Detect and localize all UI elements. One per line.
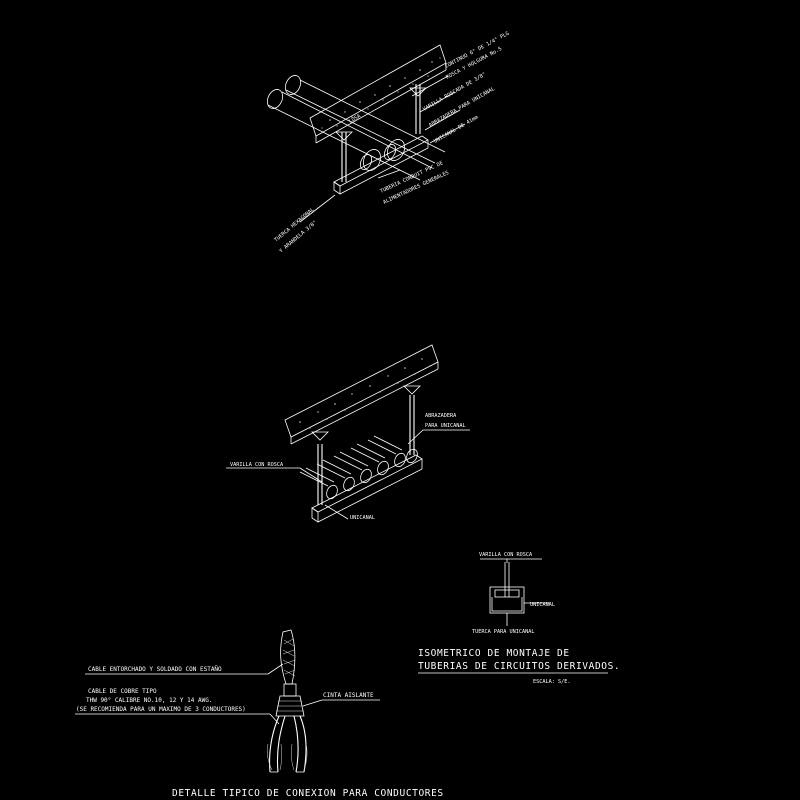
isometric-title-block: ISOMETRICO DE MONTAJE DE TUBERIAS DE CIR… [418, 648, 620, 685]
leaders-2 [226, 429, 470, 520]
varilla-label-2: VARILLA CON ROSCA [230, 462, 284, 468]
cable-estano-label: CABLE ENTORCHADO Y SOLDADO CON ESTAÑO [88, 666, 222, 673]
abrazadera-label-2b: PARA UNICANAL [425, 423, 466, 429]
isometric-title-line2: TUBERIAS DE CIRCUITOS DERIVADOS. [418, 661, 620, 672]
cable-cobre-label-3: (SE RECOMIENDA PARA UN MAXIMO DE 3 CONDU… [76, 706, 246, 713]
isometric-scale: ESCALA: S/E. [533, 679, 570, 685]
unicanal-label-3: UNICANAL [530, 602, 555, 608]
detail-unicanal-isometric: ABRAZADERA PARA UNICANAL VARILLA CON ROS… [226, 344, 470, 523]
unicanal-label-2: UNICANAL [350, 515, 375, 521]
abrazadera-label-2a: ABRAZADERA [425, 413, 457, 419]
conductor-wires [266, 715, 308, 773]
leaders-4 [75, 663, 380, 725]
small-conduits [299, 435, 403, 487]
detail-pipes-isometric: LOSA CONTINUO 6" DE 1/4" PLG ROSCA Y HOL… [266, 31, 510, 255]
hanger-rods-2 [311, 385, 421, 505]
leaders-1 [299, 75, 466, 223]
detail-conductor-connection: CABLE ENTORCHADO Y SOLDADO CON ESTAÑO CA… [75, 629, 444, 799]
twisted-cable [280, 629, 297, 697]
slab-1 [309, 44, 447, 144]
tuerca-label-3: TUERCA PARA UNICANAL [472, 629, 534, 635]
connection-title: DETALLE TIPICO DE CONEXION PARA CONDUCTO… [172, 788, 444, 799]
cable-cobre-label-1: CABLE DE COBRE TIPO [88, 688, 157, 695]
isometric-title-line1: ISOMETRICO DE MONTAJE DE [418, 648, 570, 659]
unicanal-2 [311, 448, 423, 523]
cinta-label: CINTA AISLANTE [323, 692, 374, 699]
slab-2 [284, 344, 439, 445]
losa-label: LOSA [348, 113, 363, 125]
insulating-tape [275, 695, 305, 717]
varilla-label-3: VARILLA CON ROSCA [479, 552, 533, 558]
detail-unicanal-section: VARILLA CON ROSCA UNICANAL TUERCA PARA U… [472, 552, 555, 635]
unicanal-1 [333, 135, 429, 195]
hanger-rods-1 [335, 84, 427, 182]
pipes-pair [266, 75, 446, 181]
cable-cobre-label-2: THW 90° CALIBRE NO.10, 12 Y 14 AWG. [86, 697, 212, 704]
